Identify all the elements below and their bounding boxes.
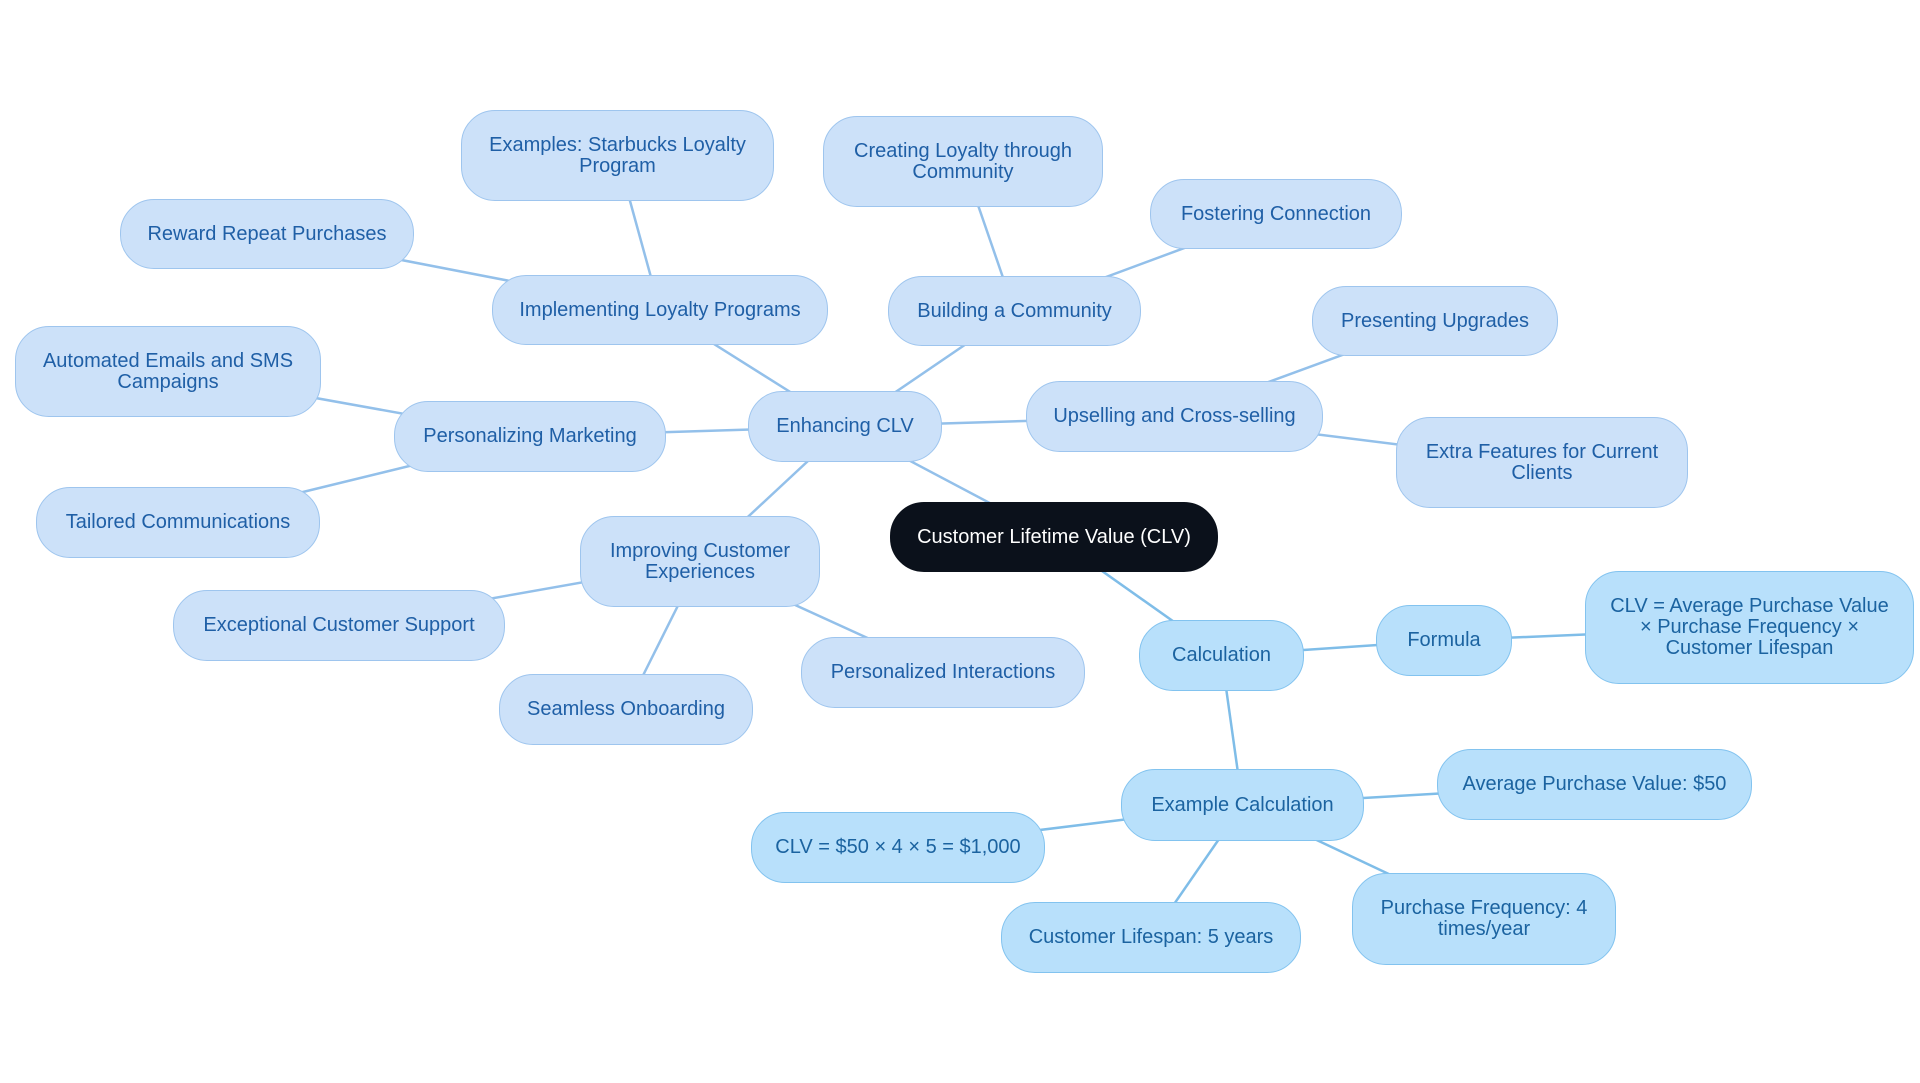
node-automated-emails-and-sms-campaigns: Automated Emails and SMS Campaigns [15,326,321,417]
node-personalizing-marketing: Personalizing Marketing [394,401,666,472]
node-fostering-connection: Fostering Connection [1150,179,1402,249]
node-presenting-upgrades: Presenting Upgrades [1312,286,1558,356]
node-seamless-onboarding: Seamless Onboarding [499,674,753,745]
node-implementing-loyalty-programs: Implementing Loyalty Programs [492,275,828,345]
node-reward-repeat-purchases: Reward Repeat Purchases [120,199,414,269]
node-clv-example-result: CLV = $50 × 4 × 5 = $1,000 [751,812,1045,883]
node-personalized-interactions: Personalized Interactions [801,637,1085,708]
node-improving-customer-experiences: Improving Customer Experiences [580,516,820,607]
node-building-a-community: Building a Community [888,276,1141,346]
node-average-purchase-value: Average Purchase Value: $50 [1437,749,1752,820]
node-exceptional-customer-support: Exceptional Customer Support [173,590,505,661]
node-creating-loyalty-through-community: Creating Loyalty through Community [823,116,1103,207]
node-clv-formula: CLV = Average Purchase Value × Purchase … [1585,571,1914,684]
node-extra-features-for-current-clients: Extra Features for Current Clients [1396,417,1688,508]
node-example-calculation: Example Calculation [1121,769,1364,841]
node-customer-lifetime-value: Customer Lifetime Value (CLV) [890,502,1218,572]
node-enhancing-clv: Enhancing CLV [748,391,942,462]
node-customer-lifespan: Customer Lifespan: 5 years [1001,902,1301,973]
node-starbucks-loyalty-program: Examples: Starbucks Loyalty Program [461,110,774,201]
node-upselling-and-cross-selling: Upselling and Cross-selling [1026,381,1323,452]
node-formula: Formula [1376,605,1512,676]
node-calculation: Calculation [1139,620,1304,691]
node-purchase-frequency: Purchase Frequency: 4 times/year [1352,873,1616,965]
node-tailored-communications: Tailored Communications [36,487,320,558]
